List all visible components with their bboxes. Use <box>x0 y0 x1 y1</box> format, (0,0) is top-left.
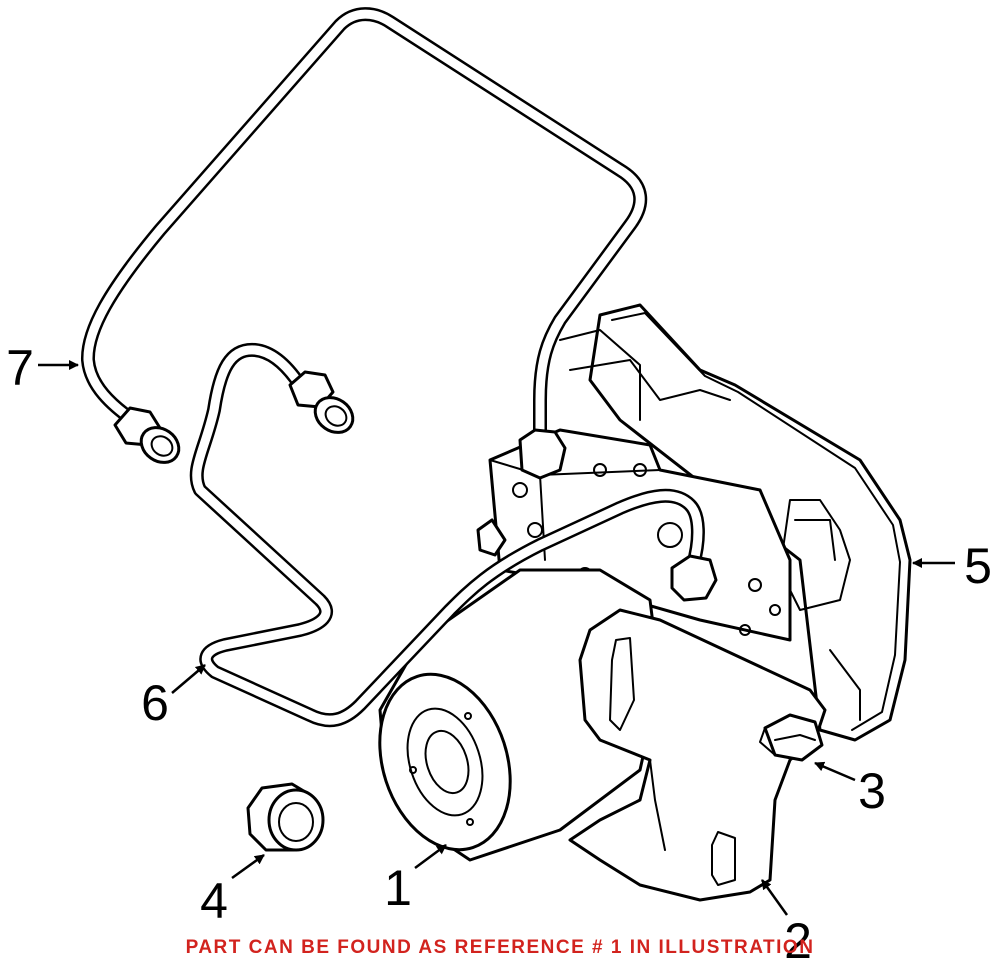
callout-labels: 1 2 3 4 5 6 7 <box>6 340 992 969</box>
leader-2 <box>760 879 789 916</box>
callout-3: 3 <box>858 763 886 819</box>
brake-line-part-7 <box>80 7 648 480</box>
leader-3 <box>814 761 856 782</box>
callout-5: 5 <box>964 538 992 594</box>
leader-6 <box>171 664 206 694</box>
callout-leaders <box>38 360 955 916</box>
callout-6: 6 <box>141 675 169 731</box>
callout-2: 2 <box>784 913 812 969</box>
callout-4: 4 <box>200 873 228 929</box>
bolt-part-3 <box>759 713 824 762</box>
callout-7: 7 <box>6 340 34 396</box>
reference-note: PART CAN BE FOUND AS REFERENCE # 1 IN IL… <box>185 937 815 958</box>
brake-line-part-6 <box>189 342 718 728</box>
callout-1: 1 <box>384 860 412 916</box>
mounting-bracket-part-2 <box>568 608 827 902</box>
nut-part-4 <box>246 782 325 852</box>
leader-4 <box>231 853 265 880</box>
leader-1 <box>414 843 447 870</box>
